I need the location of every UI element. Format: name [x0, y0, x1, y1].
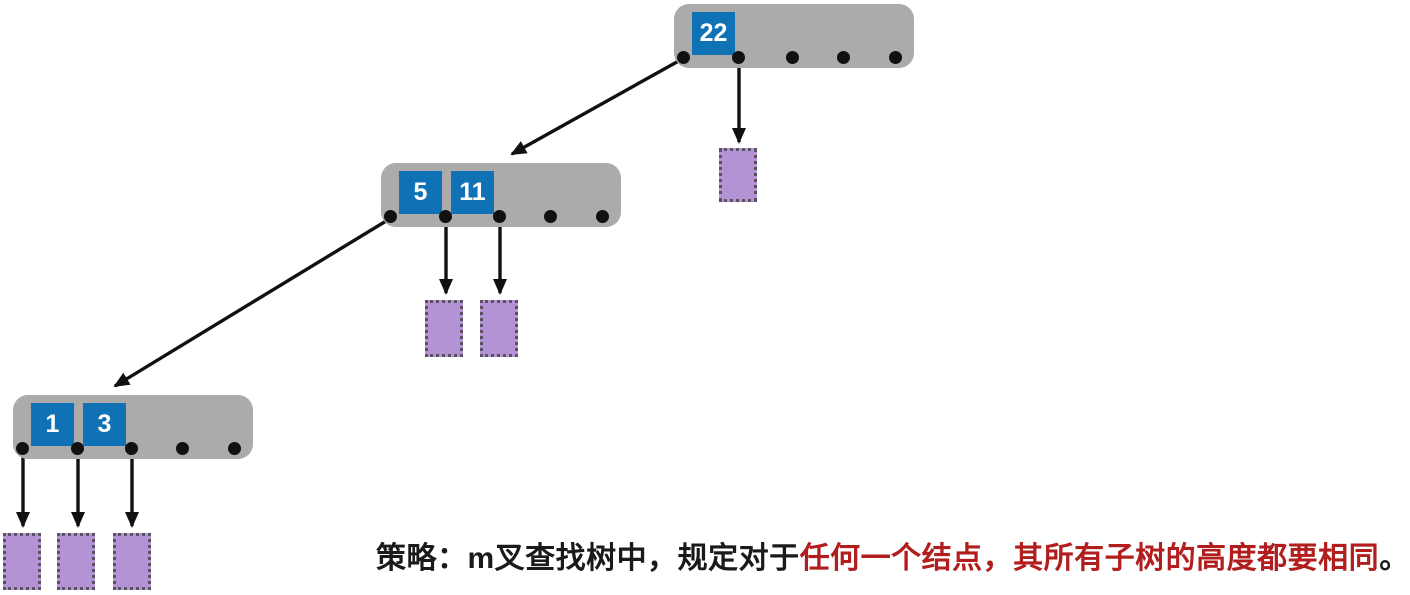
edge-middle-to-bottom-left — [113, 216, 392, 388]
pointer-dot — [125, 442, 138, 455]
caption-highlight: 任何一个结点，其所有子树的高度都要相同 — [799, 542, 1380, 575]
pointer-dot — [786, 51, 799, 64]
caption: 策略：m叉查找树中，规定对于任何一个结点，其所有子树的高度都要相同。 — [376, 533, 1410, 577]
caption-suffix: 。 — [1379, 542, 1410, 575]
pointer-dot — [544, 210, 557, 223]
key-cell: 3 — [83, 403, 126, 446]
null-leaf-box — [719, 148, 757, 202]
pointer-dot — [16, 442, 29, 455]
edge-root-to-middle — [510, 56, 685, 156]
pointer-dot — [732, 51, 745, 64]
caption-prefix: 策略：m叉查找树中，规定对于 — [376, 542, 800, 575]
null-leaf-box — [480, 300, 518, 357]
null-leaf-box — [425, 300, 463, 357]
pointer-dot — [677, 51, 690, 64]
pointer-dot — [176, 442, 189, 455]
key-cell: 1 — [31, 403, 74, 446]
pointer-dot — [596, 210, 609, 223]
key-cell: 11 — [451, 171, 494, 214]
tree-node-root: 22 — [674, 4, 914, 68]
pointer-dot — [228, 442, 241, 455]
pointer-dot — [889, 51, 902, 64]
pointer-dot — [837, 51, 850, 64]
tree-node-bottom-left: 1 3 — [13, 395, 253, 459]
tree-node-middle: 5 11 — [381, 163, 621, 227]
pointer-dot — [384, 210, 397, 223]
key-cell: 22 — [692, 12, 735, 55]
pointer-dot — [439, 210, 452, 223]
null-leaf-box — [113, 533, 151, 590]
key-cell: 5 — [399, 171, 442, 214]
pointer-dot — [493, 210, 506, 223]
null-leaf-box — [57, 533, 95, 590]
pointer-dot — [71, 442, 84, 455]
null-leaf-box — [3, 533, 41, 590]
